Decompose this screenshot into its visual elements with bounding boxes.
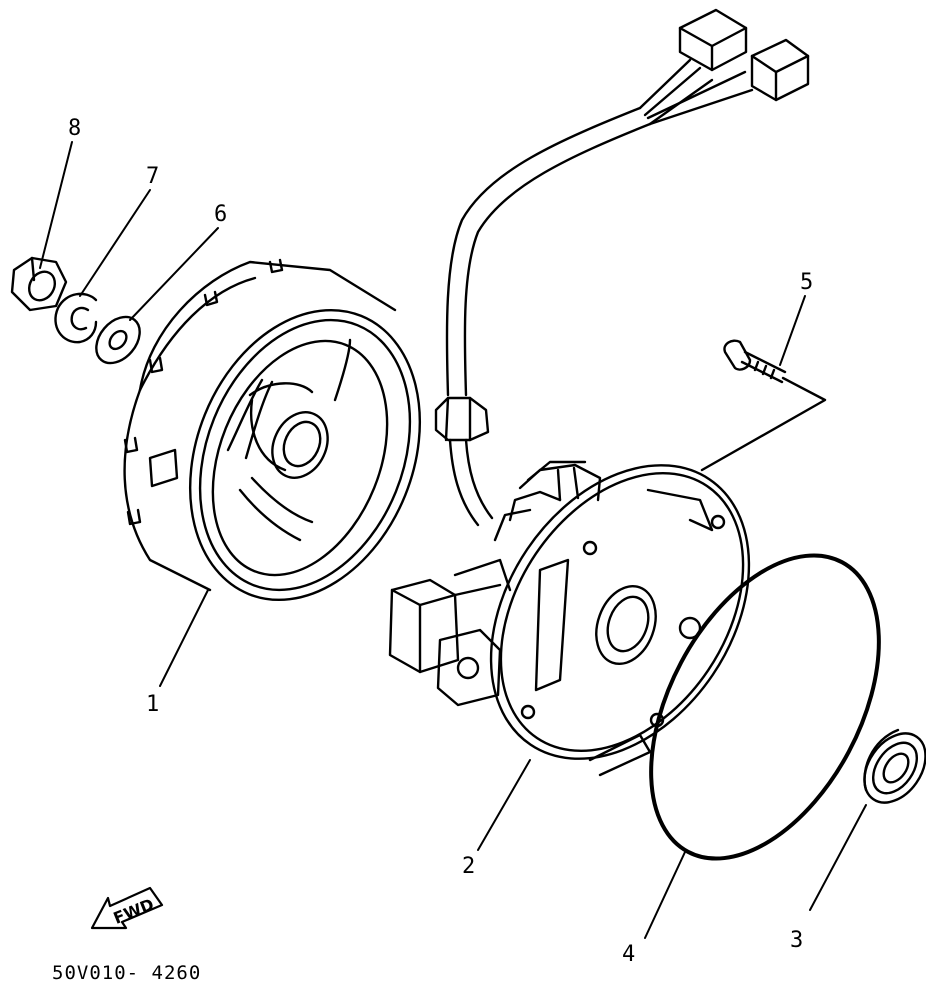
callout-4: 4 <box>622 942 636 967</box>
washer <box>95 315 141 365</box>
callout-6: 6 <box>214 202 228 227</box>
wire-connectors <box>678 8 810 102</box>
wire-harness <box>434 58 754 527</box>
diagram-code: 50V010- 4260 <box>52 962 202 984</box>
callout-5: 5 <box>800 270 814 295</box>
stator-assembly <box>388 460 751 777</box>
callout-2: 2 <box>462 854 476 879</box>
callout-8: 8 <box>68 116 82 141</box>
callout-1: 1 <box>146 692 160 717</box>
fwd-arrow-icon: FWD <box>90 886 164 930</box>
flywheel-rotor <box>123 258 422 602</box>
callout-3: 3 <box>790 928 804 953</box>
oil-seal <box>863 728 926 804</box>
fwd-label: FWD <box>111 895 157 928</box>
nut <box>10 256 68 312</box>
lock-washer <box>54 292 98 344</box>
screw <box>700 339 827 472</box>
o-ring <box>649 553 881 861</box>
leader-lines <box>39 141 867 939</box>
callout-7: 7 <box>146 164 160 189</box>
